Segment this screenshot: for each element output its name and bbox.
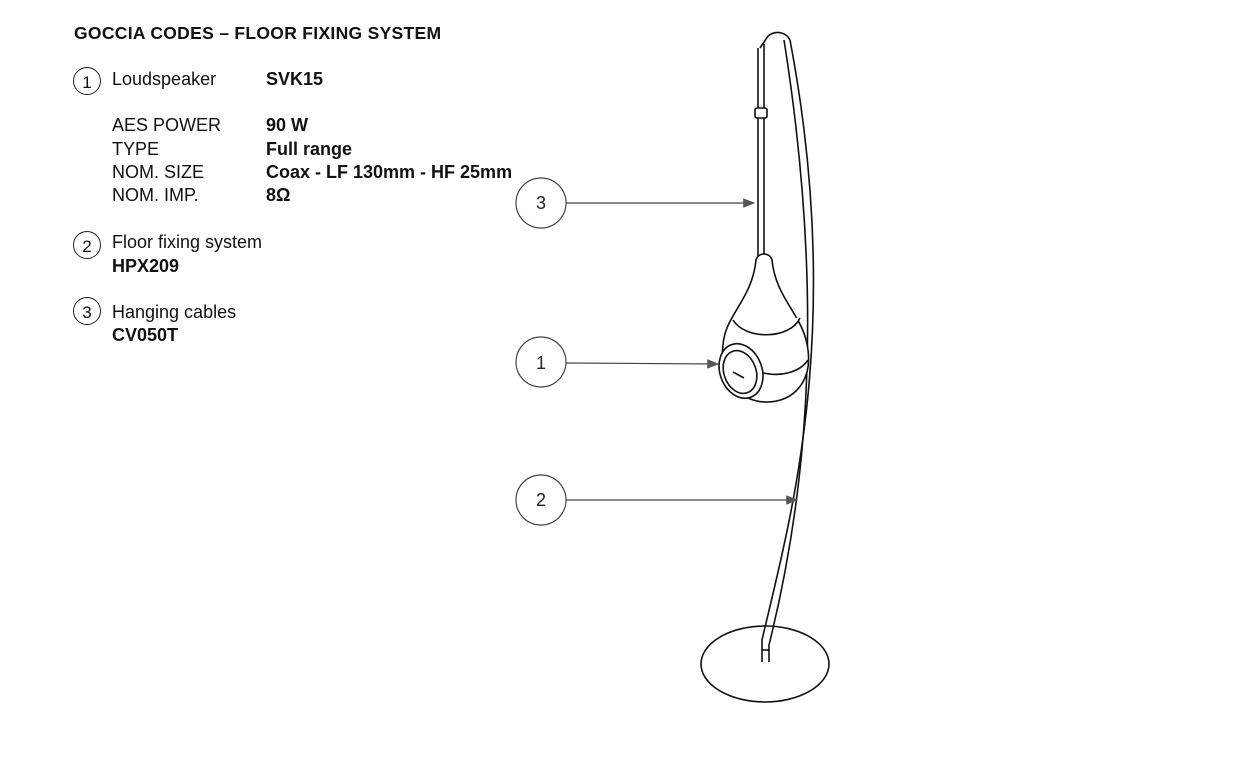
spec-value: Full range [266, 139, 353, 159]
item-code: CV050T [112, 325, 179, 345]
spec-value: 8Ω [266, 185, 291, 205]
stand-base [700, 625, 830, 703]
item-number-badge: 1 [73, 67, 101, 95]
callout-1-label: 1 [536, 353, 546, 373]
callout-1-arrow [565, 359, 720, 369]
spec-label: TYPE [112, 139, 160, 159]
callout-1-circle [515, 336, 567, 388]
spec-value: Coax - LF 130mm - HF 25mm [266, 162, 513, 182]
speaker-front-cone [722, 349, 758, 395]
spec-label: AES POWER [112, 115, 222, 135]
spec-label: NOM. IMP. [112, 185, 199, 205]
item-code: SVK15 [266, 69, 324, 89]
item-label: Loudspeaker [112, 69, 217, 89]
hanging-cables [754, 44, 768, 258]
stand-arc-inner [768, 39, 809, 662]
stand-arc [759, 31, 815, 662]
loudspeaker [718, 253, 810, 403]
item-number-badge: 3 [73, 297, 101, 325]
callout-3-label: 3 [536, 193, 546, 213]
page-title: GOCCIA CODES – FLOOR FIXING SYSTEM [74, 23, 442, 43]
item-number-badge: 2 [73, 231, 101, 259]
item-label: Hanging cables [112, 302, 237, 322]
callout-2-label: 2 [536, 490, 546, 510]
cable-clamp [754, 107, 768, 119]
item-code: HPX209 [112, 256, 180, 276]
spec-label: NOM. SIZE [112, 162, 205, 182]
item-label: Floor fixing system [112, 232, 263, 252]
spec-value: 90 W [266, 115, 309, 135]
